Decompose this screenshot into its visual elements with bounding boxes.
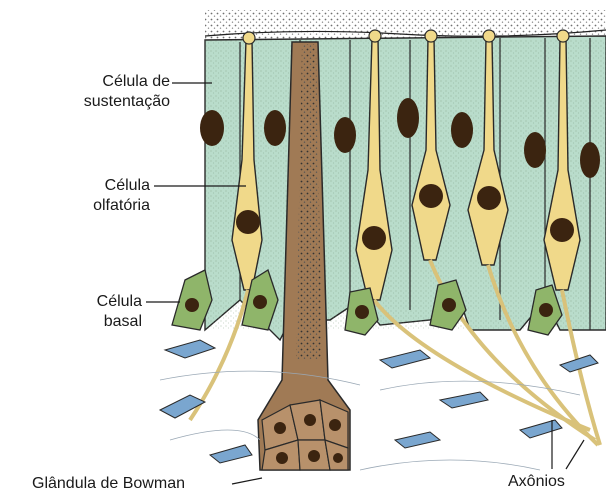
basal-cell-label-line2: basal xyxy=(36,312,142,332)
support-cell-label: Célula de sustentação xyxy=(36,72,170,112)
olfactory-cell-label: Célula olfatória xyxy=(60,176,150,216)
axons-label: Axônios xyxy=(508,472,565,492)
olfactory-cell-label-line2: olfatória xyxy=(60,196,150,216)
basal-cell-label: Célula basal xyxy=(36,292,142,332)
olfactory-cell-label-line1: Célula xyxy=(60,176,150,196)
bowman-gland-label: Glândula de Bowman xyxy=(32,474,185,494)
basal-cell-label-line1: Célula xyxy=(36,292,142,312)
support-cell-label-line1: Célula de xyxy=(36,72,170,92)
support-cell-label-line2: sustentação xyxy=(36,92,170,112)
